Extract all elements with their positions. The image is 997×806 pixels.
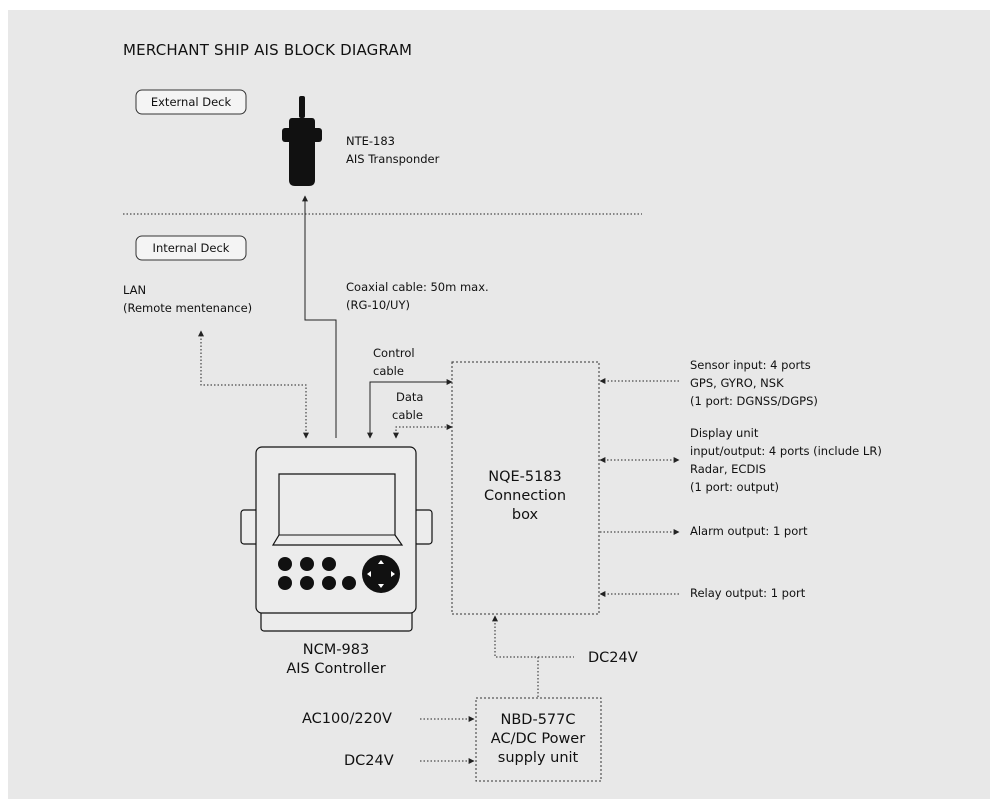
internal-deck-label: Internal Deck [153, 241, 230, 255]
sensor-input-3: (1 port: DGNSS/DGPS) [690, 394, 818, 408]
data-cable-line [393, 424, 453, 439]
sensor-input-2: GPS, GYRO, NSK [690, 376, 784, 390]
display-unit-4: (1 port: output) [690, 480, 779, 494]
sensor-input-1: Sensor input: 4 ports [690, 358, 811, 372]
controller-model: NCM-983 [303, 642, 369, 658]
data-cable-label-1: Data [396, 390, 423, 404]
controller-device-icon [240, 446, 433, 632]
external-deck-badge: External Deck [135, 89, 247, 115]
transponder-name: AIS Transponder [346, 152, 440, 166]
display-unit-3: Radar, ECDIS [690, 462, 766, 476]
display-unit-1: Display unit [690, 426, 759, 440]
data-cable-label-2: cable [392, 408, 423, 422]
coax-cable-line [302, 195, 337, 438]
connection-box [451, 361, 600, 615]
ac-input-label: AC100/220V [302, 711, 392, 727]
antenna-icon [282, 96, 322, 186]
internal-deck-badge: Internal Deck [135, 235, 247, 261]
power-supply-model: NBD-577C [501, 712, 576, 728]
controller-name: AIS Controller [286, 661, 385, 677]
power-supply-line2: AC/DC Power [491, 731, 585, 747]
dc-label-top: DC24V [588, 650, 638, 666]
alarm-output-label: Alarm output: 1 port [690, 524, 808, 538]
coax-label-2: (RG-10/UY) [346, 298, 410, 312]
lan-label-1: LAN [123, 283, 146, 297]
lan-label-2: (Remote mentenance) [123, 301, 252, 315]
transponder-model: NTE-183 [346, 134, 395, 148]
control-cable-label-1: Control [373, 346, 415, 360]
external-deck-label: External Deck [151, 95, 232, 109]
coax-label-1: Coaxial cable: 50m max. [346, 280, 489, 294]
dc-input-label: DC24V [344, 753, 394, 769]
connection-box-model: NQE-5183 [488, 469, 562, 485]
diagram-title: MERCHANT SHIP AIS BLOCK DIAGRAM [123, 41, 412, 59]
control-cable-line [367, 379, 453, 439]
diagram-background [8, 10, 990, 799]
lan-line [198, 330, 309, 439]
connection-box-line2: Connection [484, 488, 566, 504]
display-unit-2: input/output: 4 ports (include LR) [690, 444, 882, 458]
power-supply-line3: supply unit [498, 750, 579, 766]
connection-box-line3: box [512, 507, 539, 523]
control-cable-label-2: cable [373, 364, 404, 378]
relay-output-label: Relay output: 1 port [690, 586, 806, 600]
